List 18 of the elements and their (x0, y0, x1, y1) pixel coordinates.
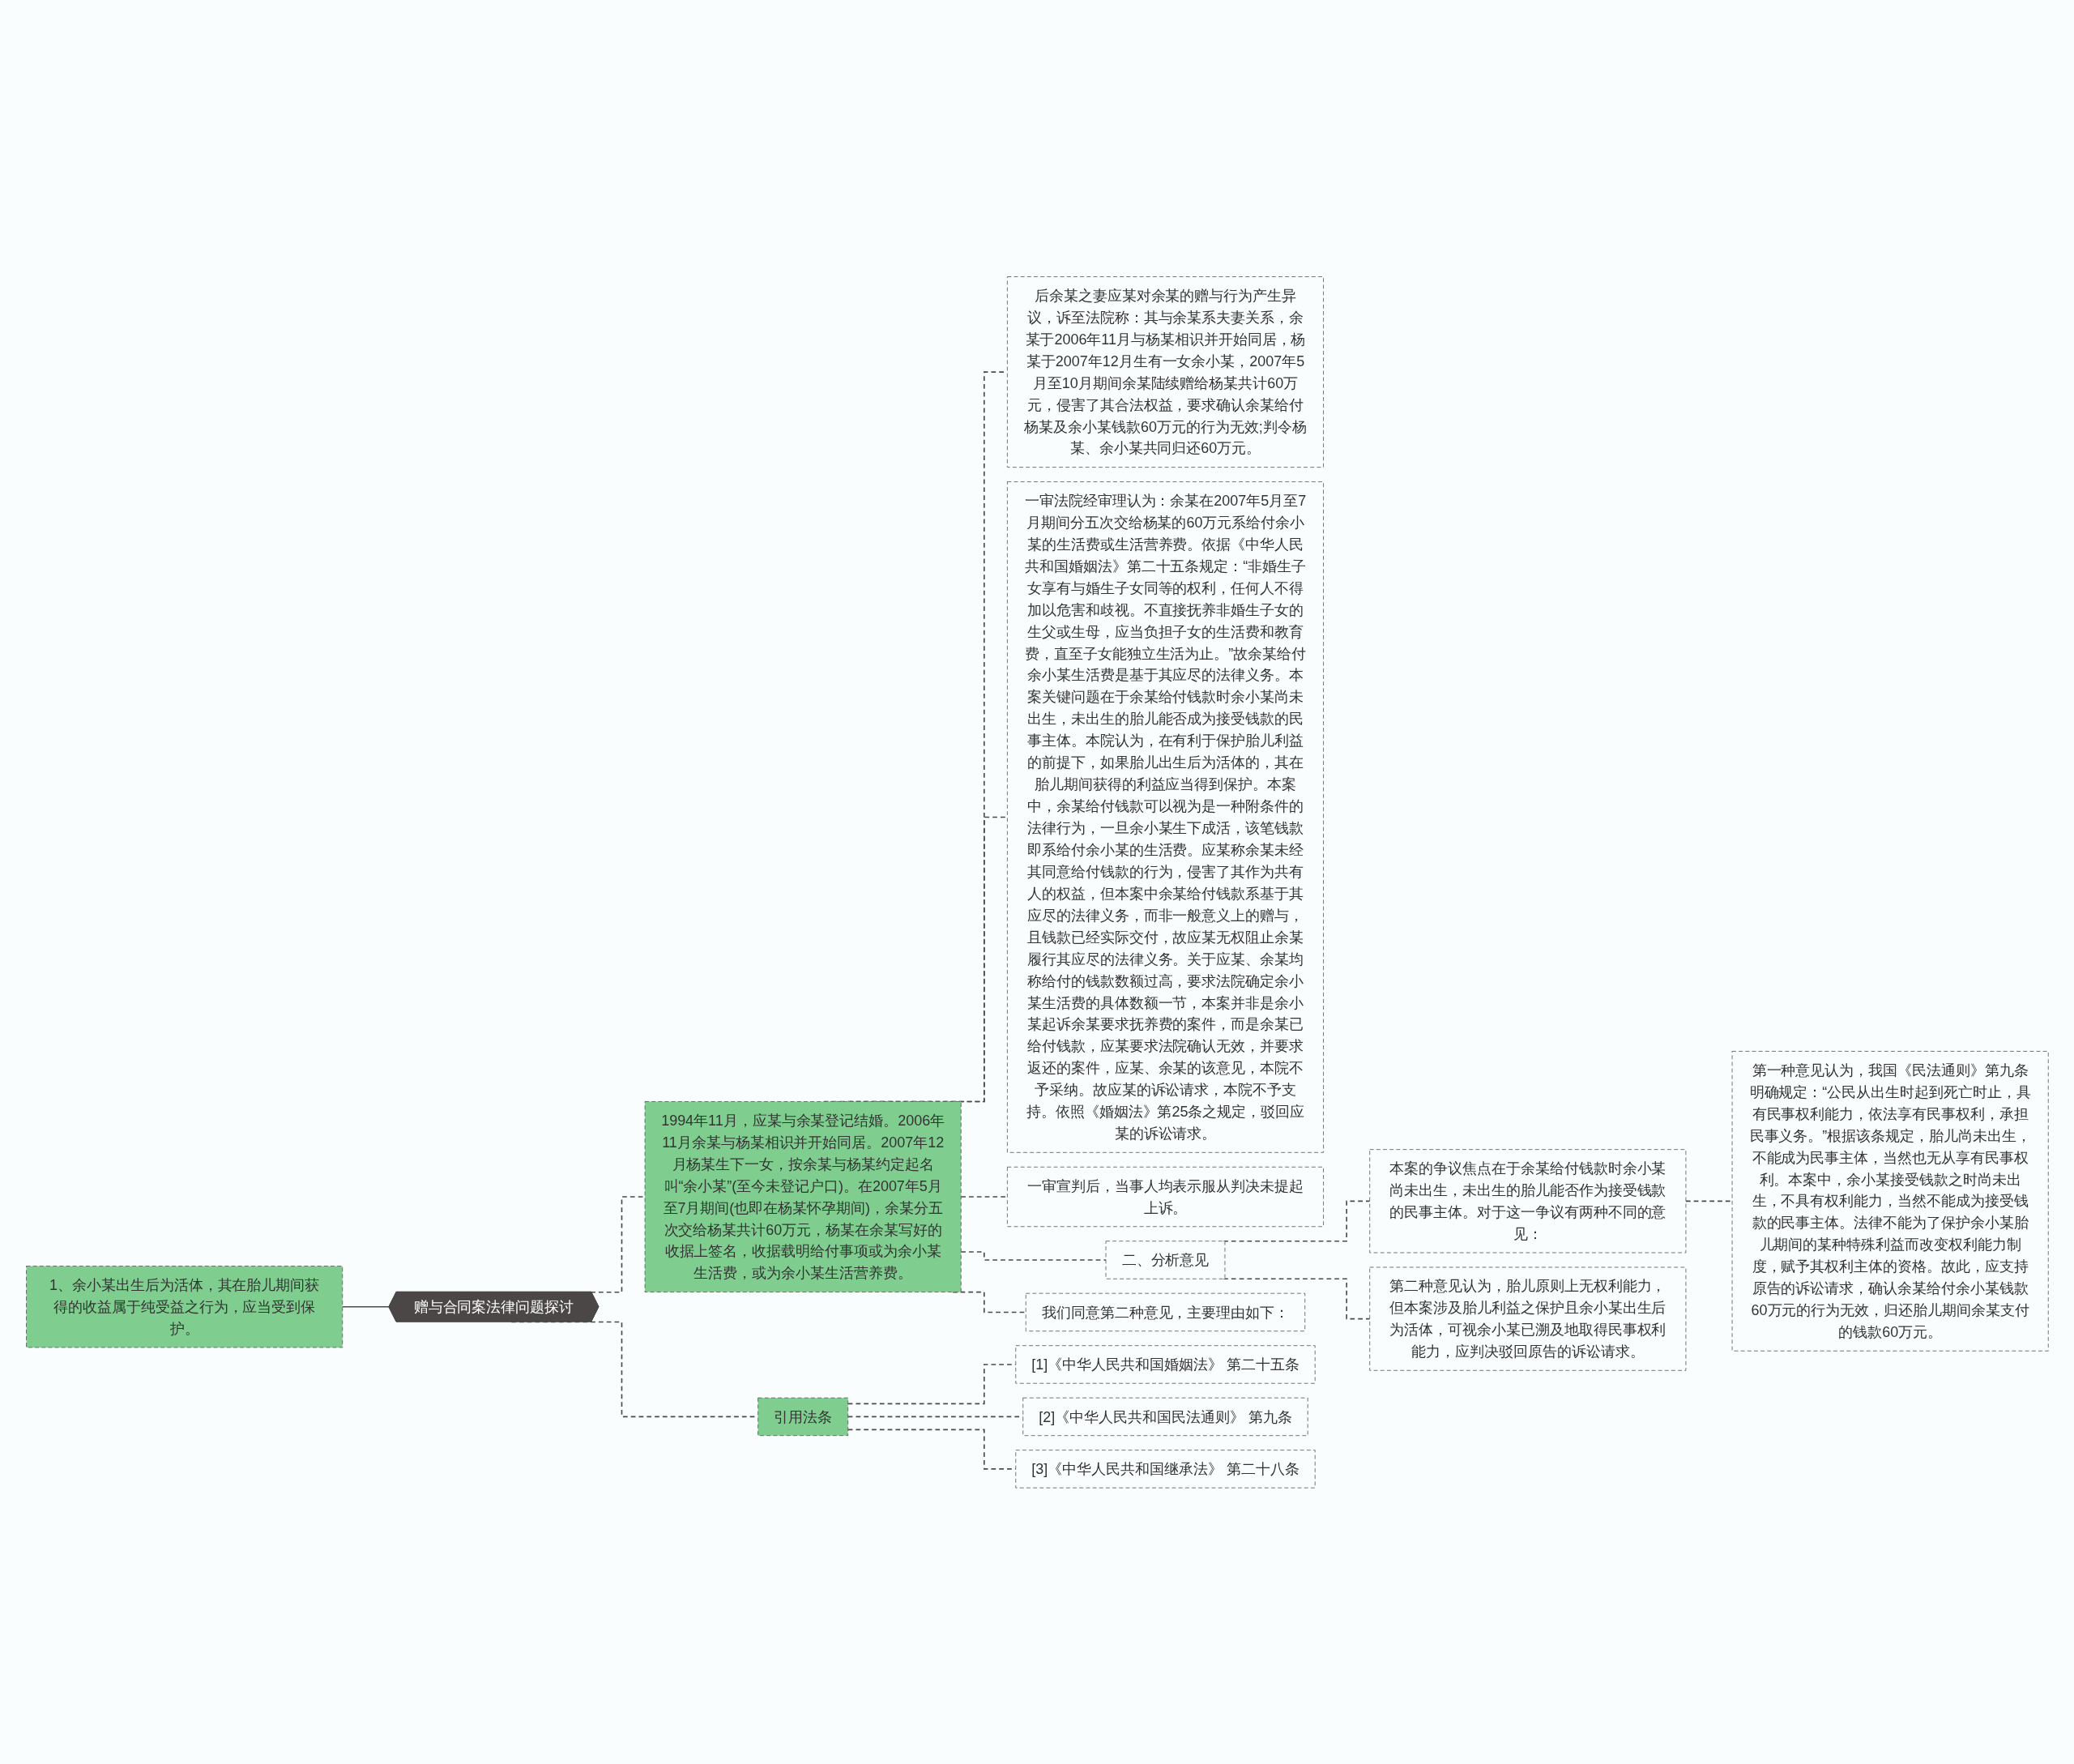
node-box: 我们同意第二种意见，主要理由如下： (1025, 1292, 1305, 1331)
node-box: 第二种意见认为，胎儿原则上无权利能力，但本案涉及胎儿利益之保护且余小某出生后为活体，可视余小某已溯及地取得民事权利能力，应判决驳回原告的诉讼请求。 (1368, 1266, 1686, 1371)
node-box: 本案的争议焦点在于余某给付钱款时余小某尚未出生，未出生的胎儿能否作为接受钱款的民事主体。对于这一争议有两种不同的意见： (1368, 1148, 1686, 1254)
node-box: [2]《中华人民共和国民法通则》 第九条 (1022, 1397, 1308, 1436)
node-box: 1、余小某出生后为活体，其在胎儿期间获得的收益属于纯受益之行为，应当受到保护。 (25, 1265, 343, 1348)
node-box: 一审宣判后，当事人均表示服从判决未提起上诉。 (1006, 1166, 1324, 1227)
connector (960, 1250, 1107, 1261)
node-box: 一审法院经审理认为：余某在2007年5月至7月期间分五次交给杨某的60万元系给付余小某的生活费或生活营养费。依据《中华人民共和国婚姻法》第二十五条规定：“非婚生子女享有与婚生子女同等的权利，任何人不得加以危害和歧视。不直接抚养非婚生子女的生父或生母，应当负担子女的生活费和教育费，直至子女能独立生活为止。”故余某给付余小某生活费是基于其应尽的法律义务。本案关键问题在于余某给付钱款时余小某尚未出生，未出生的胎儿能否成为接受钱款的民事主体。本院认为，在有利于保护胎儿利益的前提下，如果胎儿出生后为活体的，其在胎儿期间获得的利益应当得到保护。本案中，余某给付钱款可以视为是一种附条件的法律行为，一旦余小某生下成活，该笔钱款即系给付余小某的生活费。应某称余某未经其同意给付钱款的行为，侵害了其作为共有人的权益，但本案中余某给付钱款系基于其应尽的法律义务，而非一般意义上的赠与，且钱款已经实际交付，故应某无权阻止余某履行其应尽的法律义务。关于应某、余某均称给付的钱款数额过高，要求法院确定余小某生活费的具体数额一节，本案并非是余小某起诉余某要求抚养费的案件，而是余某已给付钱款，应某要求法院确认无效，并要求返还的案件，应某、余某的该意见，本院不予采纳。故应某的诉讼请求，本院不予支持。依照《婚姻法》第25条之规定，驳回应某的诉讼请求。 (1006, 481, 1324, 1153)
connector (341, 1305, 390, 1308)
connector (1684, 1200, 1733, 1202)
node-box: 第一种意见认为，我国《民法通则》第九条明确规定：“公民从出生时起到死亡时止，具有民事权利能力，依法享有民事权利，承担民事义务。”根据该条规定，胎儿尚未出生，不能成为民事主体，当然也无从享有民事权利。本案中，余小某接受钱款之时尚未出生，不具有权利能力，当然不能成为接受钱款的民事主体。法律不能为了保护余小某胎儿期间的某种特殊利益而改变权利能力制度，赋予其权利主体的资格。故此，应支持原告的诉讼请求，确认余某给付余小某钱款60万元的行为无效，归还胎儿期间余某支付的钱款60万元。 (1731, 1050, 2049, 1352)
node-box: [1]《中华人民共和国婚姻法》 第二十五条 (1014, 1344, 1316, 1384)
node-box: 后余某之妻应某对余某的赠与行为产生异议，诉至法院称：其与余某系夫妻关系，余某于2006年11月与杨某相识并开始同居，杨某于2007年12月生有一女余小某，2007年5月至10月期间余某陆续赠给杨某共计60万元，侵害了其合法权益，要求确认余某给付杨某及余小某钱款60万元的行为无效;判令杨某、余小某共同归还60万元。 (1006, 275, 1324, 468)
node-box: [3]《中华人民共和国继承法》 第二十八条 (1014, 1449, 1316, 1489)
node-box: 1994年11月，应某与余某登记结婚。2006年11月余某与杨某相识并开始同居。2007年12月杨某生下一女，按余某与杨某约定起名叫“余小某”(至今未登记户口)。在2007年5月至7月期间(也即在杨某怀孕期间)，余某分五次交给杨某共计60万元，杨某在余某写好的收据上签名，收据载明给付事项或为余小某生活费，或为余小某生活营养费。 (644, 1100, 962, 1292)
connector (960, 1195, 1008, 1198)
node-box: 引用法条 (757, 1397, 848, 1436)
node-box: 二、分析意见 (1105, 1240, 1225, 1279)
